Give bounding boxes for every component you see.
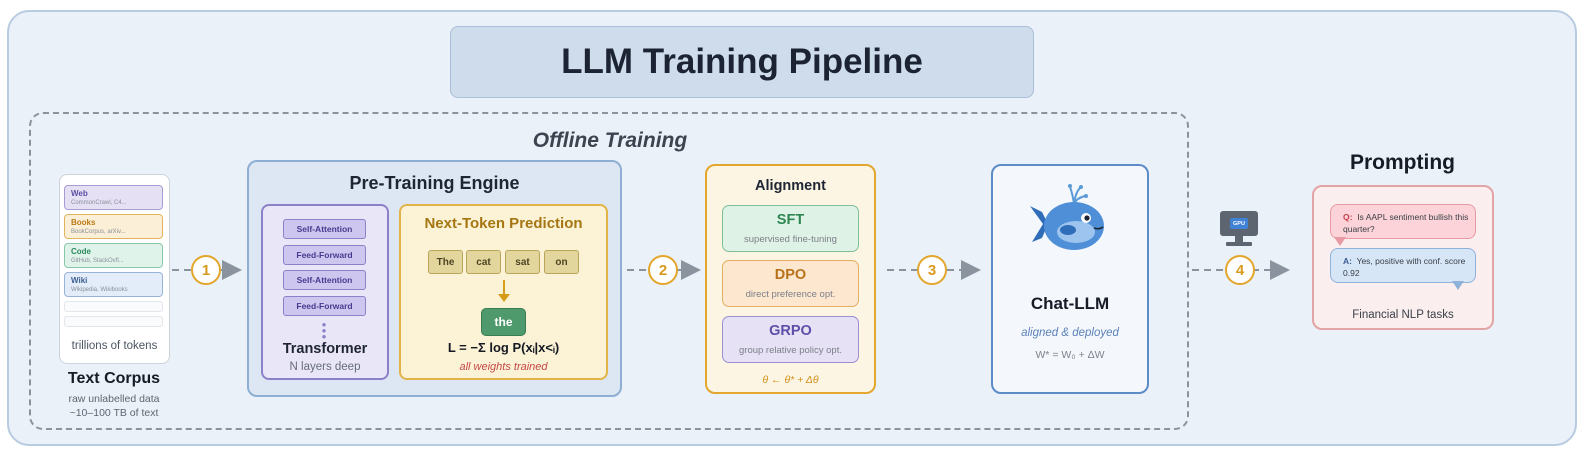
offline-training-region xyxy=(29,112,1189,430)
source-name: Code xyxy=(71,247,91,256)
question-text: Is AAPL sentiment bullish this quarter? xyxy=(1343,212,1469,234)
step-4-badge: 4 xyxy=(1225,255,1255,285)
pretraining-title: Pre-Training Engine xyxy=(349,173,520,193)
step-3-badge: 3 xyxy=(917,255,947,285)
loss-formula: L = −Σ log P(xᵢ|x<ᵢ) xyxy=(447,340,560,355)
answer-content: A: Yes, positive with conf. score 0.92 xyxy=(1343,255,1471,279)
prompting-footer: Financial NLP tasks xyxy=(1352,309,1454,321)
step-2-badge: 2 xyxy=(648,255,678,285)
gpu-chip-icon: GPU xyxy=(1230,218,1248,229)
transformer-layer: Feed-Forward xyxy=(283,296,366,316)
transformer-title: Transformer xyxy=(282,341,368,357)
input-token: on xyxy=(544,250,579,274)
source-name: Wiki xyxy=(71,276,88,285)
more-layers-dots: ••• xyxy=(321,317,327,344)
gpu-monitor-icon: GPU xyxy=(1220,211,1258,247)
source-detail: GitHub, StackOvfl... xyxy=(71,258,124,264)
method-name: DPO xyxy=(774,267,807,283)
transformer-layer: Feed-Forward xyxy=(283,245,366,265)
gpu-stand xyxy=(1235,236,1243,242)
answer-label: A: xyxy=(1343,256,1352,266)
answer-bubble-tail xyxy=(1452,281,1464,290)
gpu-base xyxy=(1226,242,1252,246)
source-detail: BookCorpus, arXiv... xyxy=(71,229,126,235)
question-bubble: Q: Is AAPL sentiment bullish this quarte… xyxy=(1330,204,1476,239)
method-name: GRPO xyxy=(769,323,812,339)
weights-note: all weights trained xyxy=(459,361,548,373)
method-name: SFT xyxy=(776,212,805,228)
answer-text: Yes, positive with conf. score 0.92 xyxy=(1343,256,1466,278)
chat-llm-weights: W* = W₀ + ΔW xyxy=(1035,349,1105,361)
input-token: The xyxy=(428,250,463,274)
title-banner: LLM Training Pipeline xyxy=(450,26,1034,98)
prediction-arrow xyxy=(503,280,505,296)
method-sft: SFT supervised fine-tuning xyxy=(722,205,859,252)
corpus-title: Text Corpus xyxy=(67,370,161,387)
source-name: Books xyxy=(71,218,96,227)
source-detail: CommonCrawl, C4... xyxy=(71,200,127,206)
method-dpo: DPO direct preference opt. xyxy=(722,260,859,307)
source-books: Books BookCorpus, arXiv... xyxy=(64,214,163,239)
corpus-footer: trillions of tokens xyxy=(71,340,158,352)
answer-bubble: A: Yes, positive with conf. score 0.92 xyxy=(1330,248,1476,283)
method-description: group relative policy opt. xyxy=(739,345,842,356)
method-description: supervised fine-tuning xyxy=(744,234,837,245)
corpus-subtitle: raw unlabelled data xyxy=(68,393,160,405)
whale-icon xyxy=(1030,184,1104,250)
step-1-badge: 1 xyxy=(191,255,221,285)
chat-llm-subtitle: aligned & deployed xyxy=(1021,327,1119,339)
corpus-size: ~10–100 TB of text xyxy=(69,407,159,419)
transformer-subtitle: N layers deep xyxy=(289,361,361,373)
question-label: Q: xyxy=(1343,212,1353,222)
input-token: sat xyxy=(505,250,540,274)
page-title: LLM Training Pipeline xyxy=(561,42,923,81)
source-code: Code GitHub, StackOvfl... xyxy=(64,243,163,268)
predicted-token: the xyxy=(481,308,526,336)
source-name: Web xyxy=(71,189,88,198)
alignment-update-rule: θ ← θ* + Δθ xyxy=(762,374,819,386)
source-placeholder xyxy=(64,316,163,327)
offline-training-label: Offline Training xyxy=(532,129,688,152)
input-token: cat xyxy=(466,250,501,274)
transformer-layer: Self-Attention xyxy=(283,219,366,239)
transformer-layer: Self-Attention xyxy=(283,270,366,290)
method-grpo: GRPO group relative policy opt. xyxy=(722,316,859,363)
source-placeholder xyxy=(64,301,163,312)
method-description: direct preference opt. xyxy=(745,289,836,300)
prompting-title: Prompting xyxy=(1350,151,1455,174)
source-web: Web CommonCrawl, C4... xyxy=(64,185,163,210)
alignment-title: Alignment xyxy=(755,178,826,194)
source-wiki: Wiki Wikipedia, Wikibooks xyxy=(64,272,163,297)
question-content: Q: Is AAPL sentiment bullish this quarte… xyxy=(1343,211,1471,235)
chat-llm-title: Chat-LLM xyxy=(1030,294,1110,313)
source-detail: Wikipedia, Wikibooks xyxy=(71,287,128,293)
prediction-arrowhead xyxy=(498,294,510,302)
question-bubble-tail xyxy=(1334,237,1346,246)
ntp-title: Next-Token Prediction xyxy=(424,215,583,232)
